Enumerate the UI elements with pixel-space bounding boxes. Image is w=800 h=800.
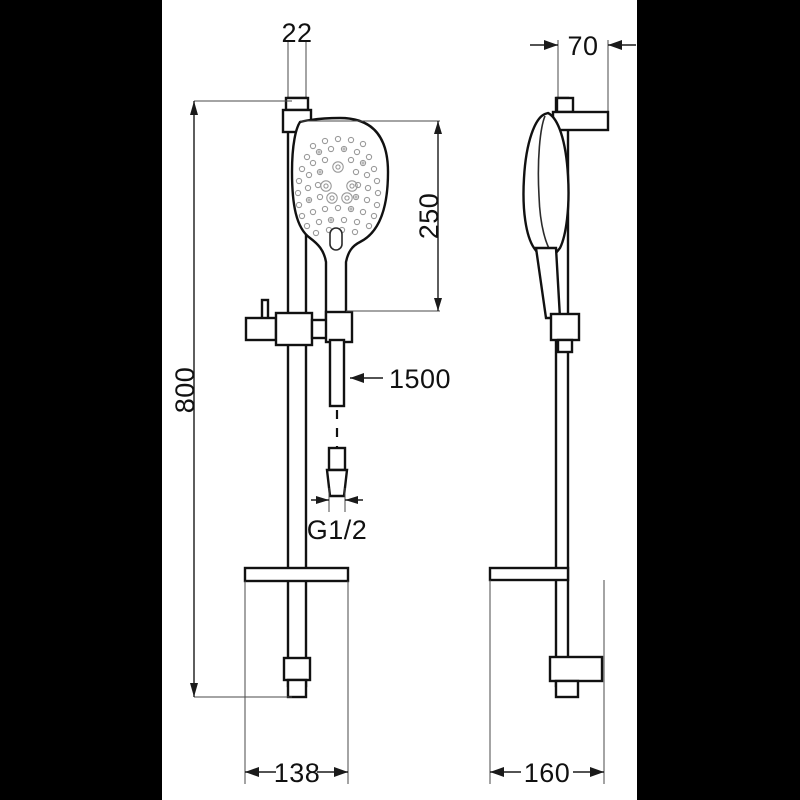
slide-bracket-side [549, 312, 581, 354]
dimension-70: 70 [530, 31, 636, 61]
dim-1500-label: 1500 [389, 364, 451, 394]
dim-160-label: 160 [524, 758, 571, 788]
shower-head [290, 116, 390, 324]
bottom-bracket [243, 566, 350, 583]
slide-bracket [244, 298, 354, 347]
front-view [243, 40, 390, 699]
dim-g12-label: G1/2 [307, 515, 368, 545]
dim-138-label: 138 [274, 758, 321, 788]
dimension-138: 138 [244, 581, 349, 788]
dimension-160: 160 [489, 580, 605, 788]
dimension-22: 22 [281, 18, 312, 48]
dim-250-label: 250 [414, 193, 444, 240]
handle-side [534, 246, 562, 320]
dim-22-group [287, 40, 307, 102]
hose-fitting [325, 446, 349, 498]
shower-head-side [522, 111, 570, 260]
rail-end-fitting [282, 656, 312, 699]
spray-face [294, 135, 382, 237]
dimension-250: 250 [300, 120, 444, 312]
bottom-bracket-side [488, 566, 570, 582]
top-bracket-side [551, 96, 610, 132]
dim-70-label: 70 [567, 31, 598, 61]
dimension-g12: G1/2 [307, 488, 368, 545]
hose [328, 338, 346, 448]
rail-end-fitting-side [548, 655, 604, 699]
dimension-800: 800 [170, 100, 292, 698]
side-view [488, 40, 610, 699]
mode-button [329, 227, 343, 251]
dim-800-label: 800 [170, 367, 200, 414]
dim-70-group [557, 40, 609, 112]
dim-22-label: 22 [281, 18, 312, 48]
dimension-1500: 1500 [350, 364, 451, 394]
